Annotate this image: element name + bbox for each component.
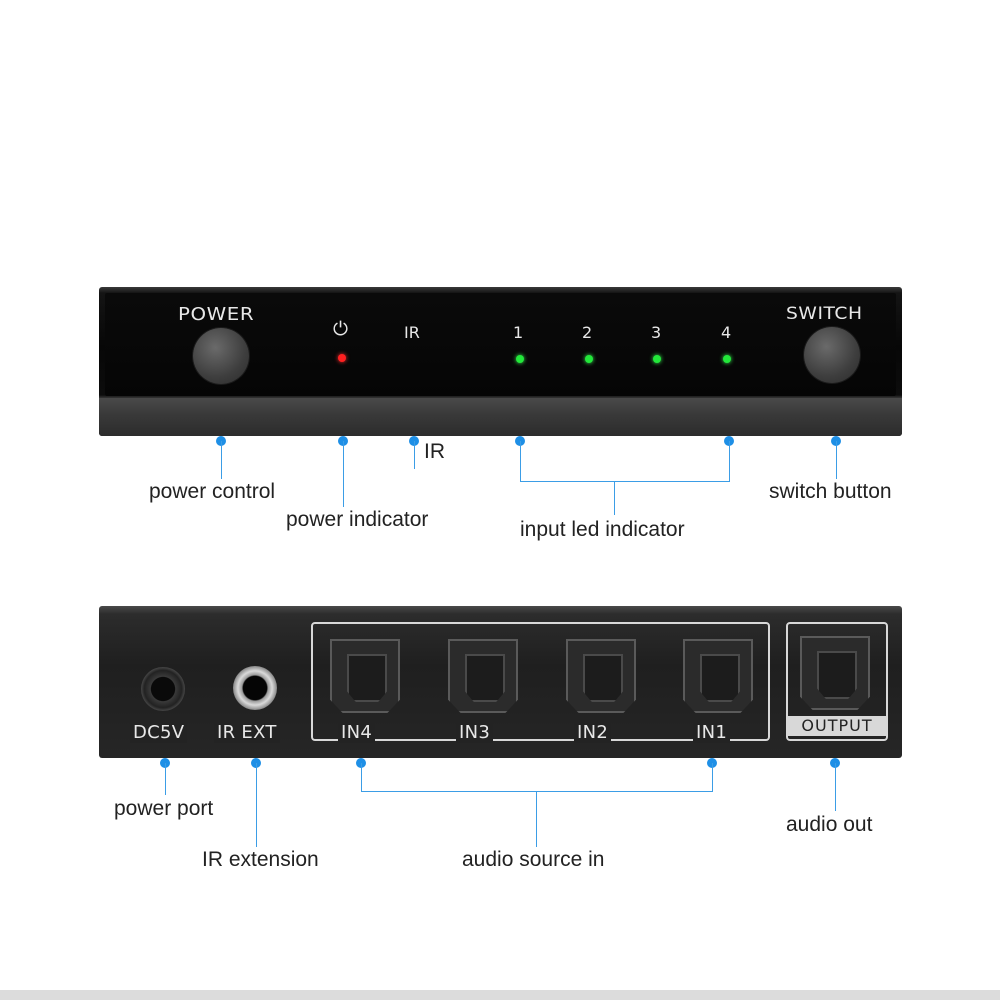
- switch-button[interactable]: [804, 327, 860, 383]
- input-led-1: [516, 355, 524, 363]
- audio-source-line-left: [361, 763, 362, 792]
- switch-button-line: [836, 441, 837, 479]
- power-button[interactable]: [193, 328, 249, 384]
- input-led-indicator-callout: input led indicator: [520, 518, 685, 541]
- power-led: [338, 354, 346, 362]
- ir-extension-line: [256, 763, 257, 847]
- power-indicator-callout: power indicator: [286, 508, 429, 531]
- input-led-4: [723, 355, 731, 363]
- in3-label: IN3: [456, 722, 494, 743]
- power-port-line: [165, 763, 166, 795]
- switch-label: SWITCH: [786, 304, 863, 324]
- input-led-line-right: [729, 441, 730, 482]
- audio-source-line-right: [712, 763, 713, 792]
- input-port-in2[interactable]: [566, 639, 636, 713]
- ir-extension-callout: IR extension: [202, 848, 319, 871]
- input-led-3: [653, 355, 661, 363]
- in2-label: IN2: [574, 722, 612, 743]
- ir-sensor-label: IR: [404, 323, 420, 342]
- dc5v-label: DC5V: [130, 722, 188, 743]
- ir-ext-jack[interactable]: [233, 666, 277, 710]
- output-port[interactable]: [800, 636, 870, 710]
- audio-source-stem: [536, 791, 537, 847]
- audio-out-line: [835, 763, 836, 811]
- front-panel-base: [99, 398, 902, 436]
- bottom-strip: [0, 990, 1000, 1000]
- input-led-stem: [614, 481, 615, 515]
- input-led-bracket: [520, 481, 730, 482]
- output-label-strip: [788, 716, 886, 736]
- input-led-line-left: [520, 441, 521, 482]
- input-number-3: 3: [651, 323, 662, 342]
- switch-button-callout: switch button: [769, 480, 892, 503]
- in4-label: IN4: [338, 722, 376, 743]
- ir-callout: IR: [424, 440, 445, 463]
- power-port-callout: power port: [114, 797, 214, 820]
- audio-out-callout: audio out: [786, 813, 873, 836]
- dc-power-jack[interactable]: [141, 667, 185, 711]
- ir-line: [414, 441, 415, 469]
- power-symbol-icon: ⏻: [333, 318, 349, 340]
- input-port-in3[interactable]: [448, 639, 518, 713]
- input-number-2: 2: [582, 323, 593, 342]
- output-label: OUTPUT: [801, 716, 873, 735]
- audio-source-bracket: [361, 791, 713, 792]
- in1-label: IN1: [693, 722, 731, 743]
- power-control-callout: power control: [149, 480, 276, 503]
- input-led-2: [585, 355, 593, 363]
- power-indicator-line: [343, 441, 344, 507]
- power-control-line: [221, 441, 222, 479]
- power-label: POWER: [178, 304, 255, 325]
- input-port-in1[interactable]: [683, 639, 753, 713]
- input-number-4: 4: [721, 323, 732, 342]
- input-port-in4[interactable]: [330, 639, 400, 713]
- inputs-group-frame: [311, 622, 770, 741]
- output-frame: [786, 622, 888, 741]
- input-number-1: 1: [513, 323, 524, 342]
- ir-ext-label: IR EXT: [214, 722, 280, 743]
- audio-source-in-callout: audio source in: [462, 848, 605, 871]
